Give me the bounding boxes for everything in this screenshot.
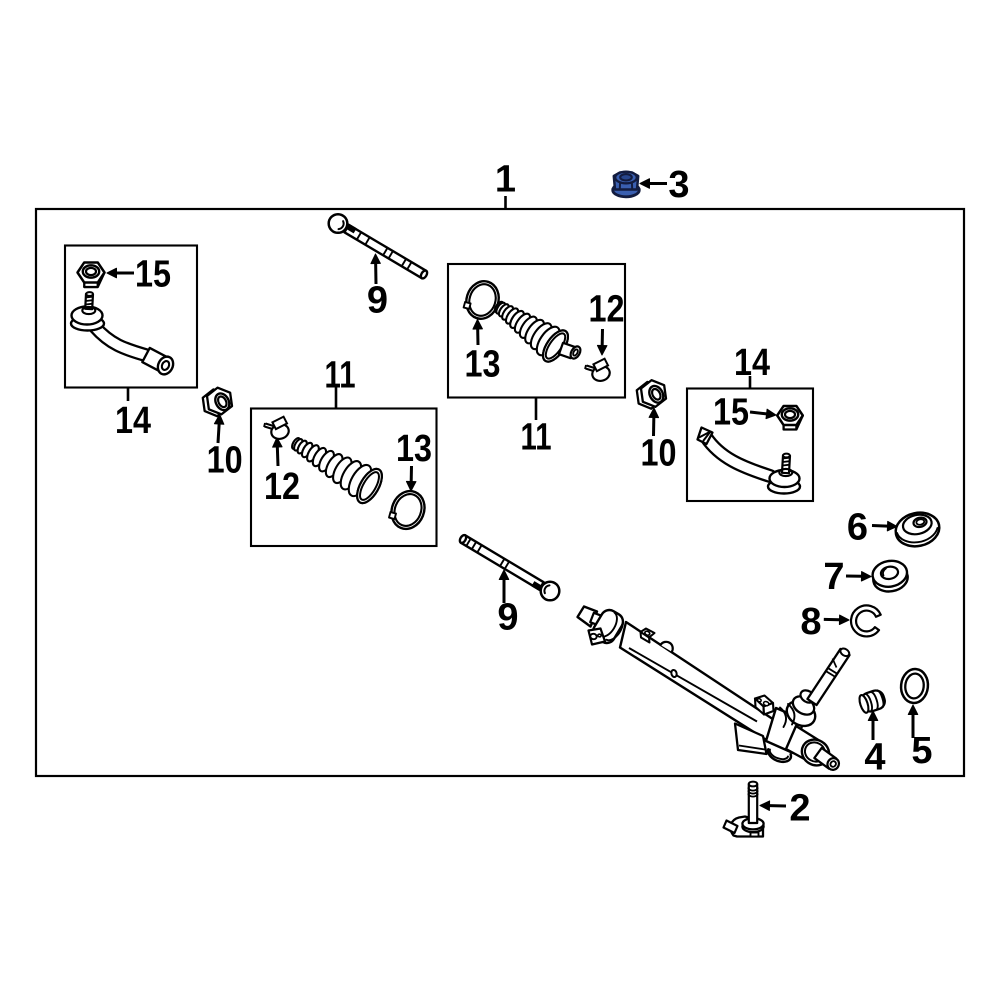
svg-text:11: 11 xyxy=(325,355,356,397)
svg-text:12: 12 xyxy=(589,289,625,331)
svg-text:14: 14 xyxy=(734,342,770,384)
svg-text:7: 7 xyxy=(823,556,844,598)
svg-text:13: 13 xyxy=(396,428,432,470)
svg-text:11: 11 xyxy=(521,417,552,459)
svg-text:9: 9 xyxy=(367,280,388,322)
svg-text:12: 12 xyxy=(264,466,300,508)
svg-text:15: 15 xyxy=(713,392,749,434)
svg-text:15: 15 xyxy=(135,254,171,296)
svg-text:10: 10 xyxy=(641,433,677,475)
svg-text:10: 10 xyxy=(207,440,243,482)
svg-text:8: 8 xyxy=(800,601,821,643)
svg-text:6: 6 xyxy=(847,507,868,549)
svg-text:9: 9 xyxy=(497,597,518,639)
svg-text:4: 4 xyxy=(864,737,885,779)
svg-text:14: 14 xyxy=(115,400,151,442)
svg-text:5: 5 xyxy=(911,730,932,772)
svg-text:2: 2 xyxy=(789,788,810,830)
svg-text:3: 3 xyxy=(668,164,689,206)
svg-text:13: 13 xyxy=(465,344,501,386)
svg-text:1: 1 xyxy=(495,159,516,201)
